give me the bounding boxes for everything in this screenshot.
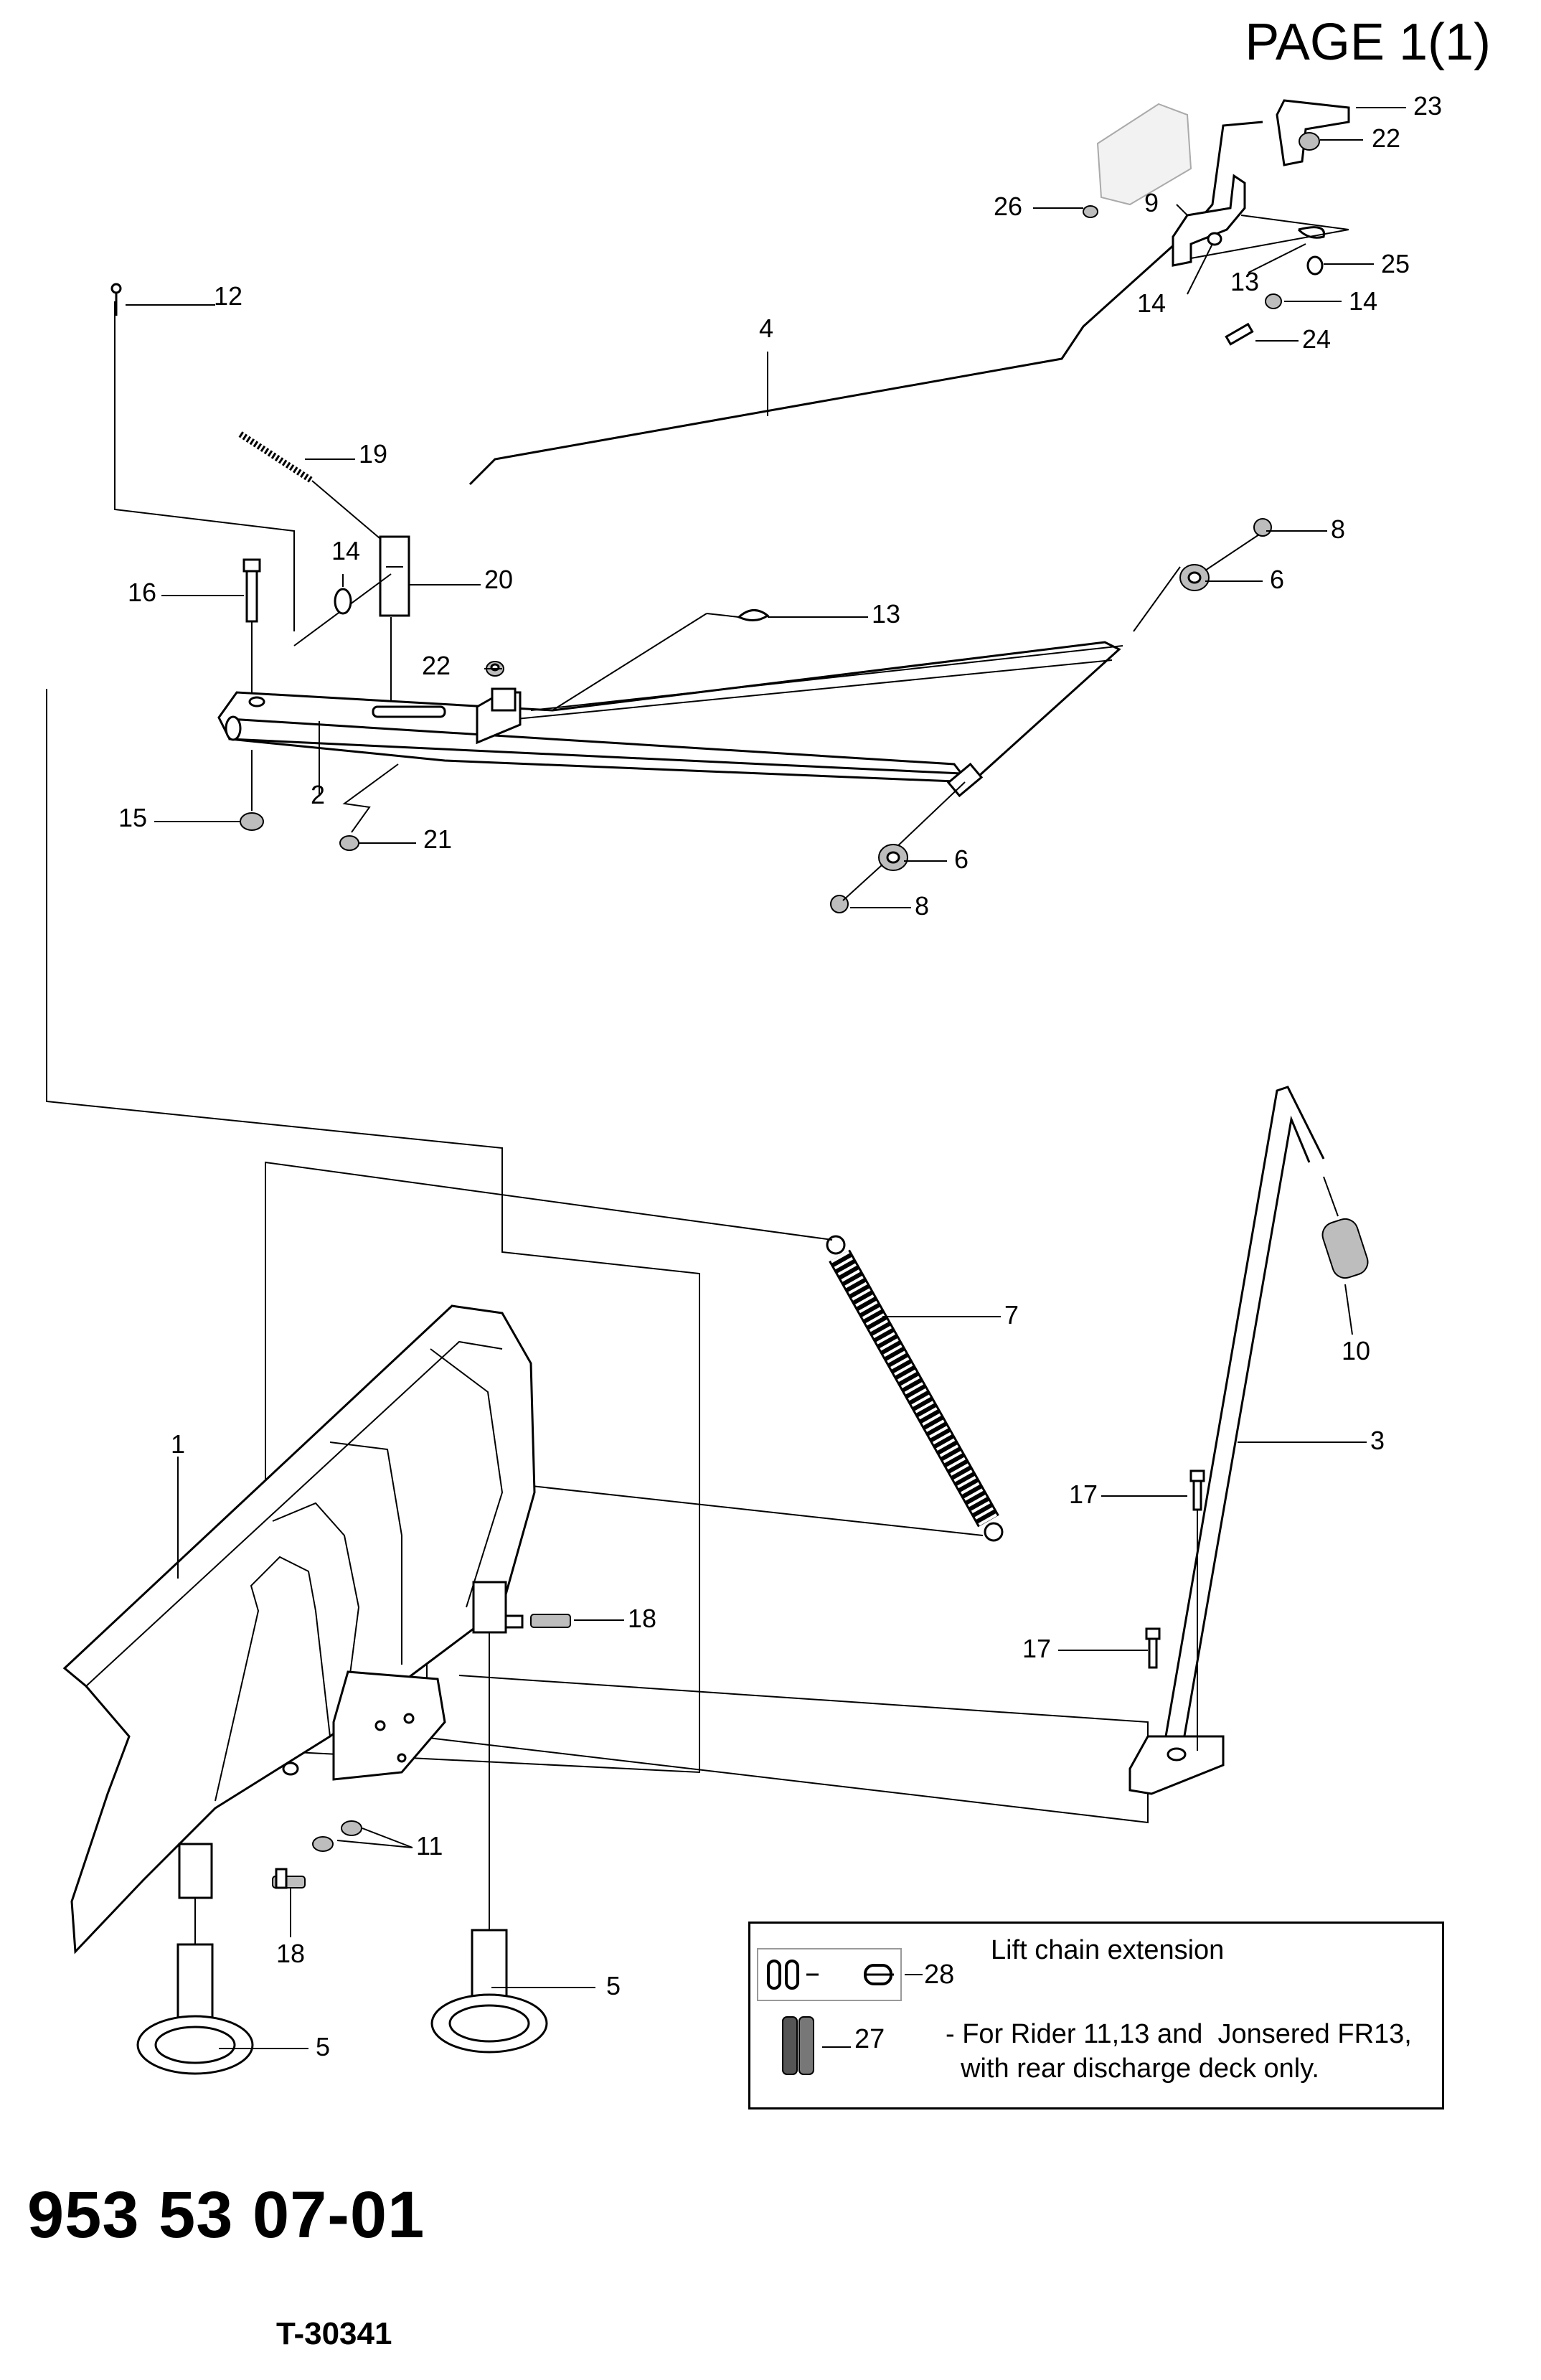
- drawing-id: T-30341: [276, 2316, 392, 2351]
- chain-link-icons: [757, 1948, 923, 2075]
- callout-20: 20: [484, 565, 513, 594]
- part-10-grip: [1321, 1176, 1369, 1279]
- part-5-skid-shoe-right: [430, 1581, 548, 2054]
- part-11-nut-a: [312, 1836, 334, 1852]
- upper-right-bracket-assembly: [1083, 99, 1350, 346]
- callout-6-upper: 6: [1270, 565, 1284, 594]
- part-13-pin-upper: [552, 609, 770, 711]
- note-part-28: 28: [924, 1960, 955, 1990]
- part-8-clip-upper: [1253, 518, 1272, 537]
- callout-9: 9: [1144, 188, 1159, 217]
- part-14-washer-left: [334, 588, 352, 615]
- callout-2: 2: [311, 780, 325, 809]
- part-6-bushing-upper: [1179, 564, 1210, 591]
- callout-5-right: 5: [606, 1971, 621, 2000]
- callout-labels: 12 4 19 14 20 16 22 13 6 8 2 15 21 6 8 2…: [118, 91, 1442, 2061]
- callout-7: 7: [1004, 1300, 1019, 1330]
- part-6-bushing-lower: [878, 844, 908, 871]
- callout-13-upper: 13: [872, 599, 900, 629]
- callout-18-left: 18: [276, 1939, 305, 1968]
- callout-8-lower: 8: [915, 891, 929, 921]
- callout-23: 23: [1413, 91, 1442, 121]
- callout-21: 21: [423, 824, 452, 854]
- callout-13-right: 13: [1230, 267, 1259, 296]
- callout-22-right: 22: [1372, 123, 1400, 153]
- part-19-threaded-rod: [238, 431, 385, 542]
- lift-chain-extension-note: Lift chain extension 28 27 - For Rider 1…: [748, 1922, 1444, 2109]
- callout-22-left: 22: [422, 651, 451, 680]
- callout-14-right: 14: [1349, 286, 1377, 316]
- document-number: 953 53 07-01: [27, 2178, 425, 2252]
- part-18-bolt-left: [272, 1868, 306, 1889]
- callout-5-left: 5: [316, 2032, 330, 2061]
- callout-16: 16: [128, 578, 156, 607]
- part-3-lift-handle: [1128, 1086, 1325, 1795]
- callout-12: 12: [214, 281, 242, 311]
- callout-26: 26: [994, 192, 1022, 221]
- note-title: Lift chain extension: [991, 1935, 1225, 1965]
- part-16-bolt: [242, 558, 261, 696]
- callout-17-lower: 17: [1022, 1634, 1051, 1663]
- part-15-nut: [240, 750, 264, 831]
- part-17-bolt-lower: [1145, 1627, 1161, 1669]
- callout-14-mid: 14: [1137, 288, 1166, 318]
- callout-4: 4: [759, 314, 773, 343]
- callout-leaders: [126, 107, 1406, 2049]
- callout-3: 3: [1370, 1426, 1385, 1455]
- callout-17-upper: 17: [1069, 1480, 1098, 1509]
- callout-24: 24: [1302, 324, 1331, 354]
- note-text: - For Rider 11,13 and Jonsered FR13, wit…: [946, 2019, 1412, 2084]
- part-4-rod: [468, 121, 1263, 486]
- callout-19: 19: [359, 439, 387, 469]
- page-label: PAGE 1(1): [1245, 14, 1491, 71]
- callout-11: 11: [416, 1831, 443, 1861]
- part-21-screw: [339, 763, 399, 851]
- part-6-axle: [892, 566, 1181, 851]
- callout-6-lower: 6: [954, 845, 969, 874]
- callout-18-right: 18: [628, 1604, 656, 1633]
- part-20-bracket: [293, 535, 410, 707]
- part-7-spring: [826, 1235, 1004, 1542]
- note-part-27: 27: [854, 2024, 885, 2054]
- part-11-nut-b: [341, 1820, 362, 1836]
- callout-8-upper: 8: [1331, 514, 1345, 544]
- part-5-skid-shoe-left: [136, 1843, 254, 2075]
- callout-14-left: 14: [331, 536, 360, 565]
- part-17-bolt-upper: [1189, 1469, 1205, 1751]
- callout-1: 1: [171, 1429, 185, 1459]
- callout-25: 25: [1381, 249, 1410, 278]
- callout-15: 15: [118, 803, 147, 832]
- part-1-plow-blade: [62, 1304, 536, 1955]
- part-12-pin: [110, 283, 122, 316]
- part-2-frame: [217, 641, 1123, 784]
- part-18-bolt-right: [501, 1614, 571, 1629]
- callout-10: 10: [1342, 1336, 1370, 1365]
